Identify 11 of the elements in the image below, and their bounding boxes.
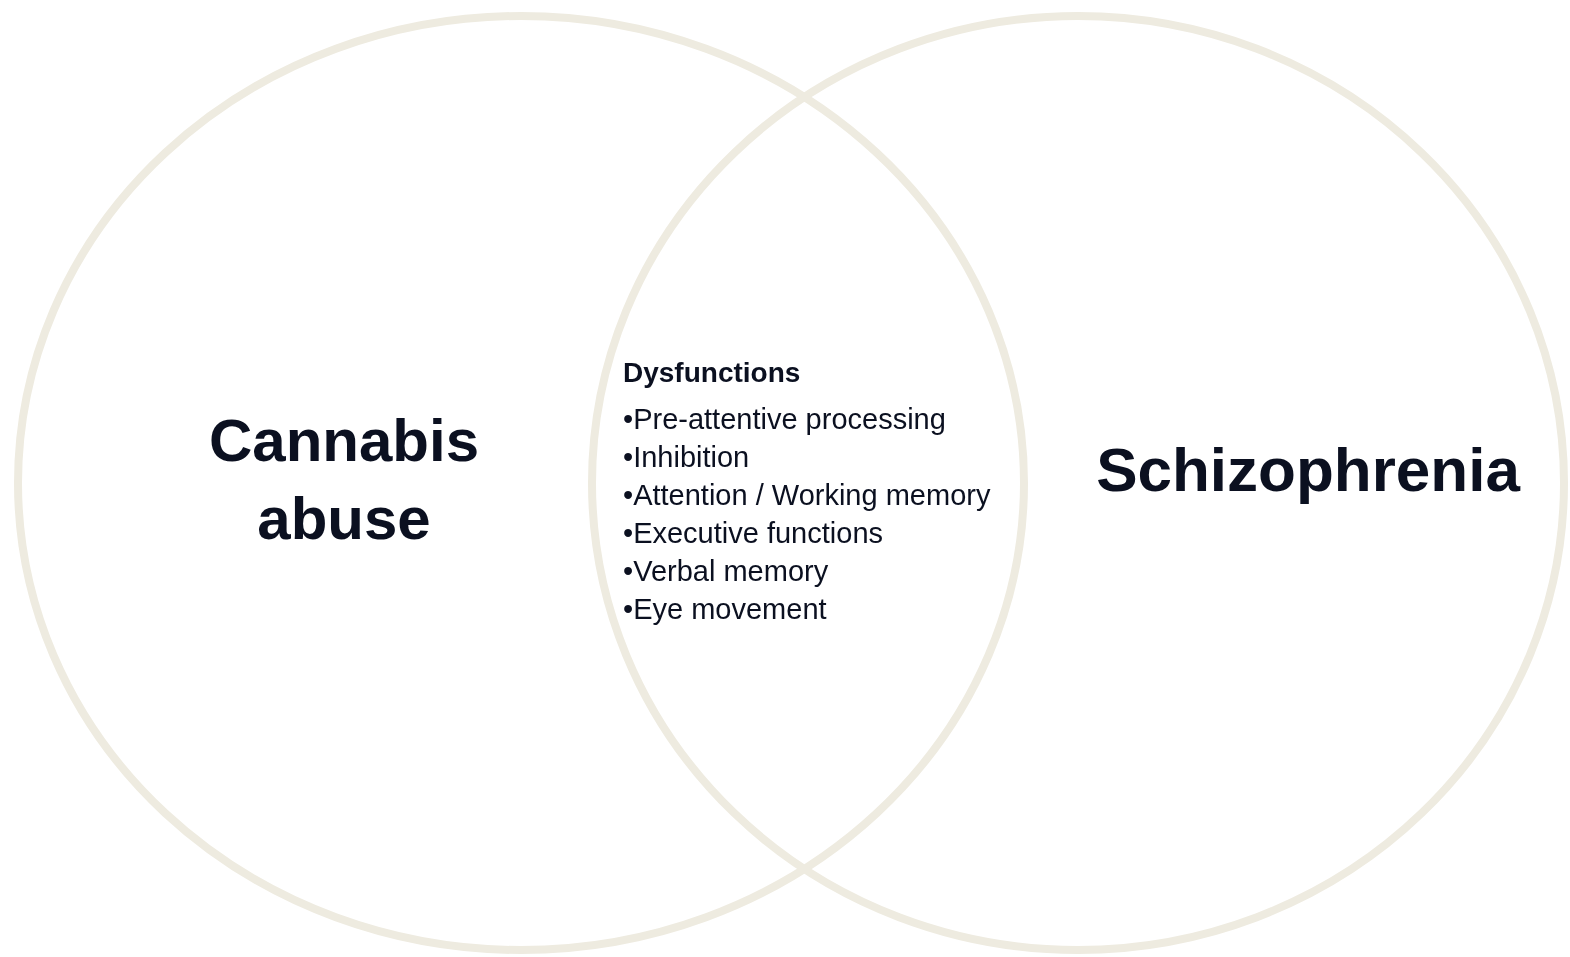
circle-title: Cannabis abuse bbox=[207, 406, 481, 554]
list-item: •Pre-attentive processing bbox=[623, 402, 946, 437]
list-item: •Attention / Working memory bbox=[623, 478, 991, 513]
venn-circle bbox=[14, 12, 1028, 954]
venn-circle bbox=[588, 12, 1568, 954]
circle-title: Schizophrenia bbox=[1095, 434, 1522, 506]
list-item: •Inhibition bbox=[623, 440, 750, 475]
list-heading: Dysfunctions bbox=[623, 356, 801, 390]
list-item: •Verbal memory bbox=[623, 554, 829, 589]
list-item: •Eye movement bbox=[623, 592, 827, 627]
list-item: •Executive functions bbox=[623, 516, 883, 551]
